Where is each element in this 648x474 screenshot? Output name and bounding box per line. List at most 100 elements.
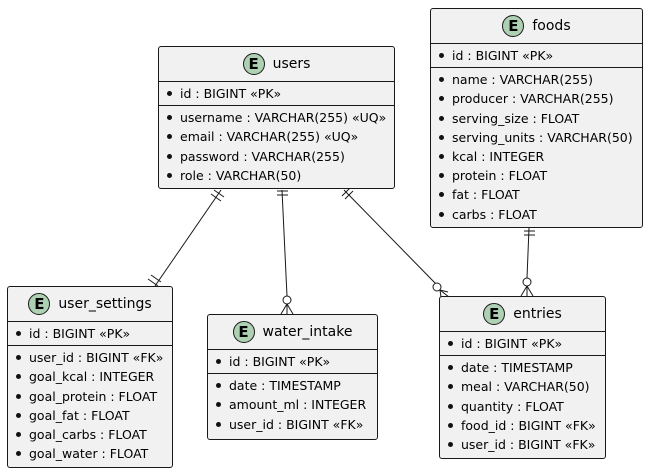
field-row: date : TIMESTAMP bbox=[440, 358, 605, 377]
entity-entries-name: entries bbox=[513, 306, 562, 322]
field-row: goal_kcal : INTEGER bbox=[8, 367, 172, 386]
entity-users-fields-section: username : VARCHAR(255) «UQ» email : VAR… bbox=[159, 105, 394, 187]
bullet-icon bbox=[439, 154, 444, 160]
entity-foods-name: foods bbox=[532, 18, 571, 34]
relationship-foods-entries bbox=[520, 227, 535, 297]
bullet-icon bbox=[448, 365, 453, 371]
field-text: id : BIGINT «PK» bbox=[180, 86, 282, 102]
field-row: id : BIGINT «PK» bbox=[159, 84, 394, 103]
field-text: amount_ml : INTEGER bbox=[229, 397, 367, 413]
field-row: id : BIGINT «PK» bbox=[8, 324, 172, 343]
field-row: date : TIMESTAMP bbox=[208, 376, 377, 395]
entity-entries-pk-section: id : BIGINT «PK» bbox=[440, 331, 605, 355]
bullet-icon bbox=[216, 383, 221, 389]
field-text: serving_size : FLOAT bbox=[452, 110, 580, 126]
entity-users[interactable]: E users id : BIGINT «PK» username : VARC… bbox=[158, 46, 395, 189]
field-row: user_id : BIGINT «FK» bbox=[440, 435, 605, 454]
entity-icon: E bbox=[28, 293, 51, 315]
relationship-users-water-intake bbox=[277, 189, 294, 315]
entity-entries-fields-section: date : TIMESTAMP meal : VARCHAR(50) quan… bbox=[440, 355, 605, 456]
entity-foods-pk-section: id : BIGINT «PK» bbox=[431, 43, 642, 67]
entity-icon: E bbox=[483, 303, 506, 325]
field-text: password : VARCHAR(255) bbox=[180, 148, 345, 164]
field-text: carbs : FLOAT bbox=[452, 206, 537, 222]
field-row: serving_size : FLOAT bbox=[431, 109, 642, 128]
bullet-icon bbox=[448, 442, 453, 448]
field-row: meal : VARCHAR(50) bbox=[440, 377, 605, 396]
bullet-icon bbox=[216, 421, 221, 427]
bullet-icon bbox=[167, 91, 172, 97]
field-row: user_id : BIGINT «FK» bbox=[208, 415, 377, 434]
field-row: goal_water : FLOAT bbox=[8, 444, 172, 463]
field-row: username : VARCHAR(255) «UQ» bbox=[159, 108, 394, 127]
entity-icon: E bbox=[242, 53, 265, 75]
field-text: username : VARCHAR(255) «UQ» bbox=[180, 110, 387, 126]
bullet-icon bbox=[448, 341, 453, 347]
field-row: id : BIGINT «PK» bbox=[440, 334, 605, 353]
field-text: serving_units : VARCHAR(50) bbox=[452, 129, 633, 145]
field-row: user_id : BIGINT «FK» bbox=[8, 348, 172, 367]
field-row: id : BIGINT «PK» bbox=[208, 352, 377, 371]
bullet-icon bbox=[448, 422, 453, 428]
field-text: quantity : FLOAT bbox=[461, 398, 564, 414]
field-text: goal_kcal : INTEGER bbox=[29, 369, 155, 385]
field-row: kcal : INTEGER bbox=[431, 147, 642, 166]
field-text: role : VARCHAR(50) bbox=[180, 167, 302, 183]
field-text: name : VARCHAR(255) bbox=[452, 72, 593, 88]
relationship-users-user-settings bbox=[147, 189, 225, 287]
bullet-icon bbox=[167, 153, 172, 159]
entity-users-pk-section: id : BIGINT «PK» bbox=[159, 81, 394, 105]
field-text: id : BIGINT «PK» bbox=[229, 354, 331, 370]
bullet-icon bbox=[448, 403, 453, 409]
bullet-icon bbox=[16, 393, 21, 399]
field-row: quantity : FLOAT bbox=[440, 397, 605, 416]
bullet-icon bbox=[216, 359, 221, 365]
entity-user-settings-pk-section: id : BIGINT «PK» bbox=[8, 321, 172, 345]
entity-water-intake-name: water_intake bbox=[262, 324, 353, 340]
entity-icon: E bbox=[232, 321, 255, 343]
field-text: food_id : BIGINT «FK» bbox=[461, 417, 596, 433]
entity-water-intake[interactable]: E water_intake id : BIGINT «PK» date : T… bbox=[207, 314, 378, 440]
field-text: goal_carbs : FLOAT bbox=[29, 427, 147, 443]
field-text: user_id : BIGINT «FK» bbox=[461, 437, 596, 453]
field-text: goal_fat : FLOAT bbox=[29, 407, 130, 423]
field-row: fat : FLOAT bbox=[431, 185, 642, 204]
field-text: email : VARCHAR(255) «UQ» bbox=[180, 129, 359, 145]
field-text: date : TIMESTAMP bbox=[229, 378, 341, 394]
bullet-icon bbox=[439, 77, 444, 83]
relationship-users-entries bbox=[341, 187, 450, 298]
bullet-icon bbox=[167, 115, 172, 121]
field-text: id : BIGINT «PK» bbox=[461, 336, 563, 352]
field-text: producer : VARCHAR(255) bbox=[452, 91, 614, 107]
field-row: protein : FLOAT bbox=[431, 166, 642, 185]
field-text: id : BIGINT «PK» bbox=[29, 326, 131, 342]
bullet-icon bbox=[439, 173, 444, 179]
field-row: goal_carbs : FLOAT bbox=[8, 425, 172, 444]
field-row: food_id : BIGINT «FK» bbox=[440, 416, 605, 435]
bullet-icon bbox=[16, 432, 21, 438]
entity-user-settings[interactable]: E user_settings id : BIGINT «PK» user_id… bbox=[7, 286, 173, 468]
bullet-icon bbox=[439, 53, 444, 59]
entity-user-settings-name: user_settings bbox=[58, 296, 152, 312]
entity-entries-header: E entries bbox=[440, 297, 605, 331]
entity-users-name: users bbox=[272, 56, 311, 72]
bullet-icon bbox=[439, 192, 444, 198]
bullet-icon bbox=[439, 115, 444, 121]
bullet-icon bbox=[439, 134, 444, 140]
entity-user-settings-header: E user_settings bbox=[8, 287, 172, 321]
field-row: id : BIGINT «PK» bbox=[431, 46, 642, 65]
field-text: goal_protein : FLOAT bbox=[29, 388, 158, 404]
field-row: password : VARCHAR(255) bbox=[159, 147, 394, 166]
field-text: meal : VARCHAR(50) bbox=[461, 379, 590, 395]
entity-entries[interactable]: E entries id : BIGINT «PK» date : TIMEST… bbox=[439, 296, 606, 459]
bullet-icon bbox=[16, 355, 21, 361]
bullet-icon bbox=[439, 96, 444, 102]
field-row: name : VARCHAR(255) bbox=[431, 70, 642, 89]
entity-water-intake-header: E water_intake bbox=[208, 315, 377, 349]
entity-users-header: E users bbox=[159, 47, 394, 81]
field-row: email : VARCHAR(255) «UQ» bbox=[159, 127, 394, 146]
entity-water-intake-fields-section: date : TIMESTAMP amount_ml : INTEGER use… bbox=[208, 373, 377, 436]
entity-foods[interactable]: E foods id : BIGINT «PK» name : VARCHAR(… bbox=[430, 8, 643, 228]
bullet-icon bbox=[167, 172, 172, 178]
